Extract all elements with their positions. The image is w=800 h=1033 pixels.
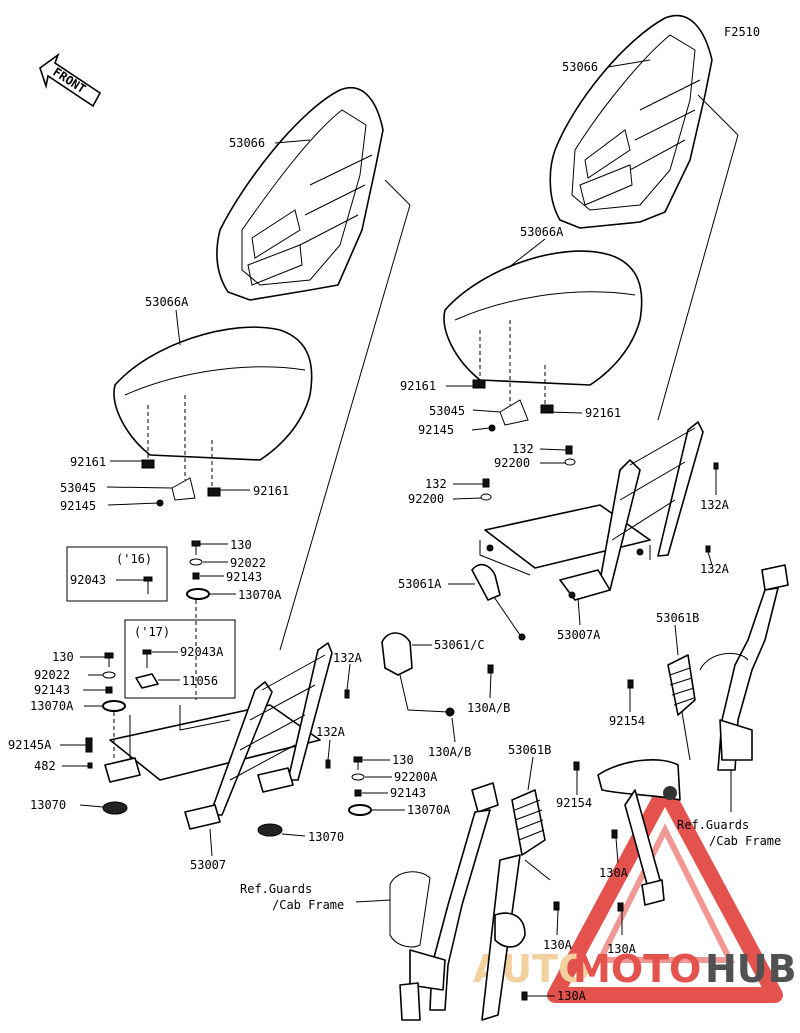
left-mid-hardware xyxy=(85,652,126,769)
right-buckle-53061a xyxy=(471,563,526,641)
label-r-92161-b: 92161 xyxy=(585,406,621,420)
label-l-130-top: 130 xyxy=(230,538,252,552)
label-l-92022-top: 92022 xyxy=(230,556,266,570)
label-r-ref-guards: Ref.Guards xyxy=(677,818,749,832)
label-l-13070a-top: 13070A xyxy=(238,588,282,602)
label-l-92145: 92145 xyxy=(60,499,96,513)
front-arrow-icon: FRONT xyxy=(39,52,102,108)
label-r-132a-b: 132A xyxy=(700,562,730,576)
watermark-part2: MOTO xyxy=(573,947,701,991)
left-seat-back xyxy=(216,87,384,301)
leader-lines xyxy=(60,59,732,997)
label-l-132a-b: 132A xyxy=(316,725,346,739)
label-l-92161-a: 92161 xyxy=(70,455,106,469)
label-r-92154-b: 92154 xyxy=(556,796,592,810)
label-r-132a-a: 132A xyxy=(700,498,730,512)
label-l-53061b: 53061B xyxy=(508,743,551,757)
label-l-130a-a: 130A xyxy=(543,938,573,952)
label-l-92143-top: 92143 xyxy=(226,570,262,584)
bolt-92043 xyxy=(143,576,153,594)
watermark-part3: HUB xyxy=(705,947,797,991)
watermark-triangle-icon xyxy=(547,782,783,1003)
right-seat-cushion xyxy=(443,250,643,414)
label-r-53061a: 53061A xyxy=(398,577,442,591)
label-l-130-r: 130 xyxy=(392,753,414,767)
label-l-92143-r: 92143 xyxy=(390,786,426,800)
right-bracket-53045 xyxy=(488,399,529,432)
label-r-132-b: 132 xyxy=(425,477,447,491)
left-frame-right-hardware xyxy=(325,689,372,816)
right-seat-frame xyxy=(479,421,704,601)
label-r-92145: 92145 xyxy=(418,423,454,437)
label-r-92161-a: 92161 xyxy=(400,379,436,393)
grommet-13070-b xyxy=(257,823,283,837)
callout-labels: 53066 53066 53066A 53066A 92161 53045 92… xyxy=(8,60,781,1003)
label-l-92143-mid: 92143 xyxy=(34,683,70,697)
label-l-13070-b: 13070 xyxy=(308,830,344,844)
label-r-130a-b: 130A xyxy=(607,942,637,956)
label-l-130-mid: 130 xyxy=(52,650,74,664)
year17-box xyxy=(124,619,236,699)
label-r-cushion: 53066A xyxy=(520,225,564,239)
year16-box xyxy=(66,546,168,602)
label-l-92043a: 92043A xyxy=(180,645,224,659)
label-l-92145a: 92145A xyxy=(8,738,52,752)
label-r-92200-b: 92200 xyxy=(408,492,444,506)
label-r-130a-a: 130A xyxy=(599,866,629,880)
label-year16: ('16) xyxy=(116,552,152,566)
label-year17: ('17) xyxy=(134,625,170,639)
label-l-53061c: 53061/C xyxy=(434,638,485,652)
right-seat-back xyxy=(549,14,713,229)
left-buckle-53061c xyxy=(381,632,455,717)
label-l-92200a: 92200A xyxy=(394,770,438,784)
label-l-cushion: 53066A xyxy=(145,295,189,309)
label-r-132-a: 132 xyxy=(512,442,534,456)
label-r-53061b: 53061B xyxy=(656,611,699,625)
left-seat-cushion xyxy=(113,326,313,497)
label-l-53045: 53045 xyxy=(60,481,96,495)
grommet-13070-a xyxy=(102,801,128,815)
watermark-triangle-inner-icon xyxy=(595,823,735,963)
label-l-132a-a: 132A xyxy=(333,651,363,665)
right-seat-belt-53061b xyxy=(597,654,696,896)
label-l-92161-b: 92161 xyxy=(253,484,289,498)
bolt-92043a xyxy=(135,649,159,689)
label-l-11056: 11056 xyxy=(182,674,218,688)
label-l-482: 482 xyxy=(34,759,56,773)
left-bracket-53045 xyxy=(156,477,196,507)
label-r-92154-a: 92154 xyxy=(609,714,645,728)
left-top-hardware xyxy=(186,540,210,600)
label-r-53045: 53045 xyxy=(429,404,465,418)
label-l-130a-b: 130A xyxy=(557,989,587,1003)
label-l-ref-guards: Ref.Guards xyxy=(240,882,312,896)
label-l-13070a-r: 13070A xyxy=(407,803,451,817)
label-l-seat-back: 53066 xyxy=(229,136,265,150)
figure-code: F2510 xyxy=(724,25,760,39)
left-seat-frame xyxy=(104,600,333,830)
label-l-53007: 53007 xyxy=(190,858,226,872)
label-r-130ab: 130A/B xyxy=(467,701,510,715)
label-r-53007a: 53007A xyxy=(557,628,601,642)
right-cab-frame xyxy=(699,564,789,771)
label-r-92200-a: 92200 xyxy=(494,456,530,470)
label-l-92043: 92043 xyxy=(70,573,106,587)
label-r-cab-frame: /Cab Frame xyxy=(709,834,781,848)
label-l-13070-a: 13070 xyxy=(30,798,66,812)
bolts xyxy=(480,445,719,1001)
label-l-92022-mid: 92022 xyxy=(34,668,70,682)
label-l-cab-frame: /Cab Frame xyxy=(272,898,344,912)
label-r-seat-back: 53066 xyxy=(562,60,598,74)
label-l-13070a-mid: 13070A xyxy=(30,699,74,713)
label-l-130ab: 130A/B xyxy=(428,745,471,759)
left-cab-frame xyxy=(389,782,499,1021)
left-seat-belt-53061b xyxy=(481,789,551,1021)
